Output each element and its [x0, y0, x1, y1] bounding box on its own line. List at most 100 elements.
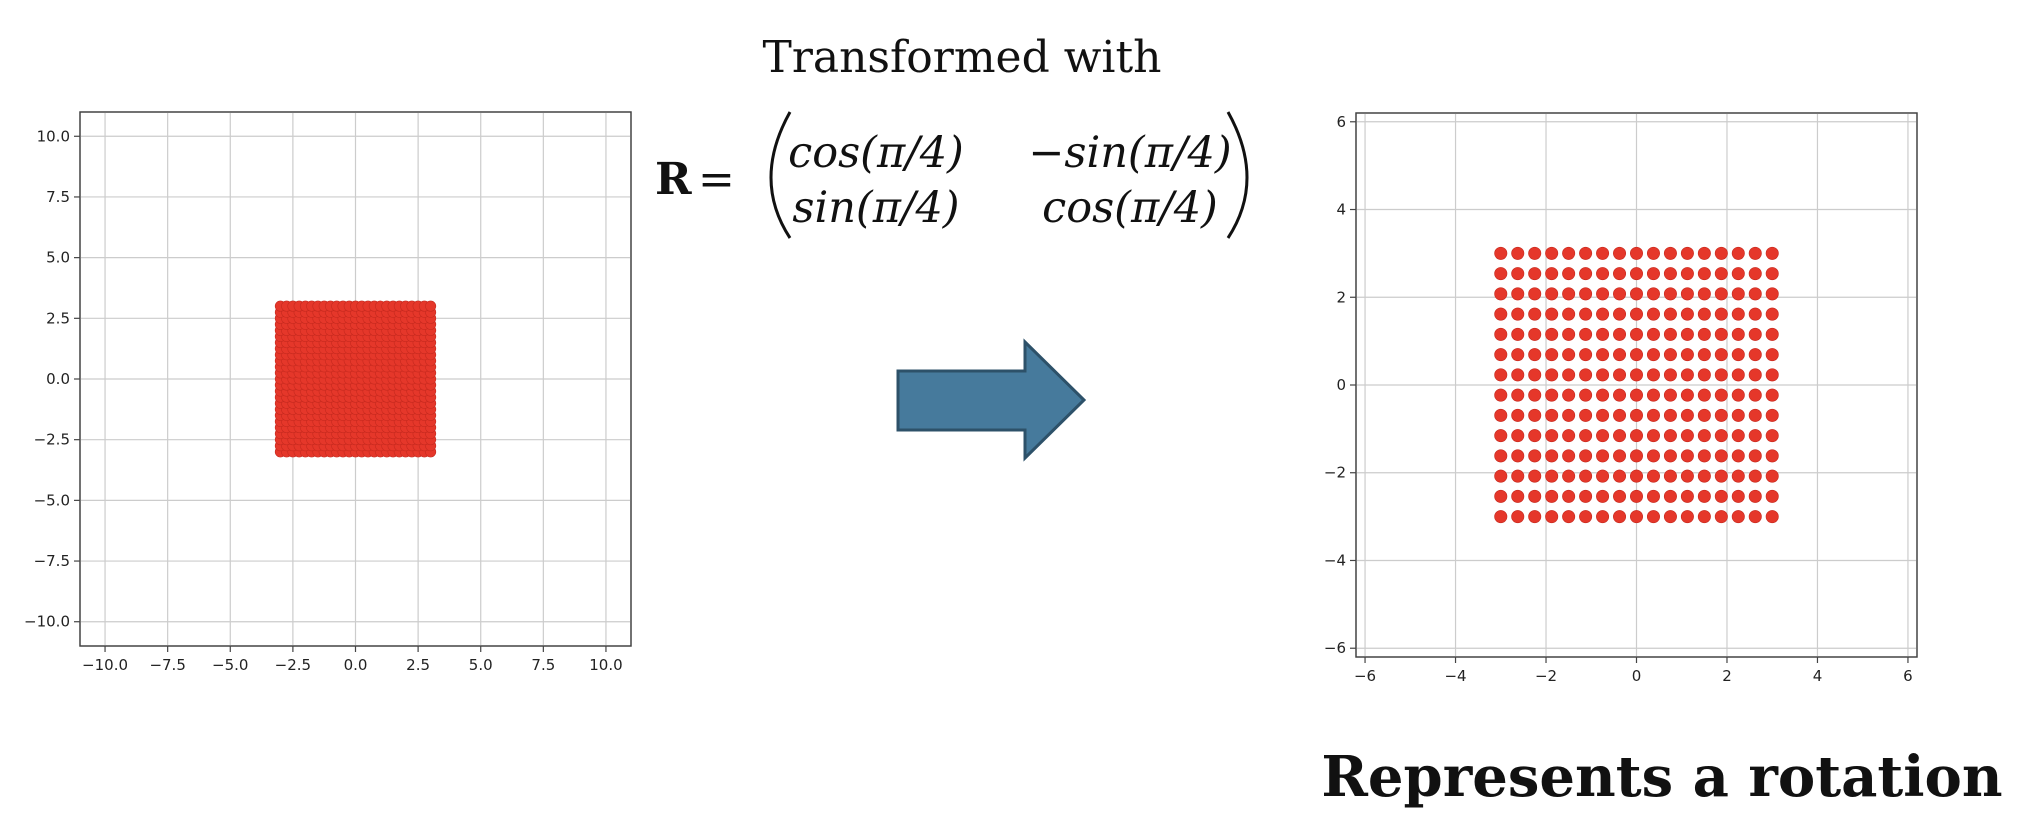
data-point: [1748, 267, 1762, 281]
data-point: [1748, 307, 1762, 321]
data-point: [1511, 469, 1525, 483]
data-point: [1765, 429, 1779, 443]
data-point: [1511, 429, 1525, 443]
data-point: [1528, 429, 1542, 443]
data-point: [1630, 429, 1644, 443]
data-point: [1545, 246, 1559, 260]
data-point: [1596, 429, 1610, 443]
data-point: [1630, 327, 1644, 341]
right-arrow-icon: [896, 338, 1087, 462]
data-point: [1646, 429, 1660, 443]
data-point: [1646, 489, 1660, 503]
data-point: [1748, 348, 1762, 362]
y-tick-label: −5.0: [34, 491, 70, 509]
data-point: [1545, 408, 1559, 422]
data-point: [1613, 510, 1627, 524]
x-tick-label: 7.5: [531, 656, 555, 674]
y-tick-label: 2.5: [46, 309, 70, 327]
x-tick-label: 4: [1813, 667, 1823, 685]
data-point: [1646, 307, 1660, 321]
data-point: [1630, 307, 1644, 321]
data-point: [1731, 287, 1745, 301]
data-point: [1731, 348, 1745, 362]
data-point: [1663, 510, 1677, 524]
x-tick-label: −4: [1444, 667, 1466, 685]
data-point: [1511, 388, 1525, 402]
data-point: [1630, 368, 1644, 382]
data-point: [1714, 327, 1728, 341]
data-point: [1765, 408, 1779, 422]
data-point: [1528, 307, 1542, 321]
data-point: [1545, 449, 1559, 463]
data-point: [1579, 429, 1593, 443]
data-point: [1545, 307, 1559, 321]
data-point: [1646, 408, 1660, 422]
data-point: [1731, 489, 1745, 503]
data-point: [1646, 287, 1660, 301]
data-point: [1646, 368, 1660, 382]
data-point: [1630, 287, 1644, 301]
data-point: [1545, 348, 1559, 362]
data-point: [1630, 246, 1644, 260]
data-point: [1765, 489, 1779, 503]
data-point: [1596, 287, 1610, 301]
data-point: [1697, 267, 1711, 281]
data-point: [1680, 368, 1694, 382]
data-point: [1511, 348, 1525, 362]
data-point: [1697, 307, 1711, 321]
data-point: [1731, 327, 1745, 341]
data-point: [1765, 287, 1779, 301]
data-point: [1562, 388, 1576, 402]
matrix-entry-21: sin(π/4): [792, 183, 959, 233]
data-point: [1545, 429, 1559, 443]
data-point: [1765, 368, 1779, 382]
data-point: [1545, 388, 1559, 402]
data-point: [1596, 327, 1610, 341]
data-point: [1680, 246, 1694, 260]
data-point: [1697, 510, 1711, 524]
data-point: [1765, 510, 1779, 524]
left-parenthesis: [769, 111, 792, 239]
data-point: [1697, 348, 1711, 362]
data-point: [1680, 449, 1694, 463]
data-point: [1596, 348, 1610, 362]
data-point: [1630, 489, 1644, 503]
data-point: [1680, 307, 1694, 321]
data-point: [1714, 388, 1728, 402]
data-point: [1731, 307, 1745, 321]
data-point: [1579, 246, 1593, 260]
data-point: [1714, 408, 1728, 422]
data-point: [1630, 267, 1644, 281]
data-point: [1579, 307, 1593, 321]
data-point: [1562, 449, 1576, 463]
y-tick-label: 0.0: [46, 370, 70, 388]
data-point: [1579, 510, 1593, 524]
data-point: [1663, 348, 1677, 362]
data-point: [1579, 408, 1593, 422]
data-point: [1748, 287, 1762, 301]
data-point: [1545, 510, 1559, 524]
chart-before-grid: [80, 112, 631, 646]
x-tick-label: 0: [1632, 667, 1642, 685]
data-point: [1511, 307, 1525, 321]
chart-after-points: [1494, 246, 1779, 524]
equals-sign: =: [698, 154, 735, 205]
data-point: [1731, 408, 1745, 422]
data-point: [1680, 267, 1694, 281]
x-tick-label: −2.5: [275, 656, 311, 674]
data-point: [1697, 246, 1711, 260]
data-point: [1748, 327, 1762, 341]
data-point: [1494, 408, 1508, 422]
x-tick-label: −2: [1535, 667, 1557, 685]
data-point: [1646, 510, 1660, 524]
data-point: [1562, 510, 1576, 524]
data-point: [1528, 469, 1542, 483]
data-point: [1545, 469, 1559, 483]
data-point: [1562, 267, 1576, 281]
data-point: [1731, 510, 1745, 524]
y-tick-label: 2: [1336, 288, 1346, 306]
data-point: [1511, 267, 1525, 281]
data-point: [1663, 307, 1677, 321]
x-tick-label: 2.5: [406, 656, 430, 674]
